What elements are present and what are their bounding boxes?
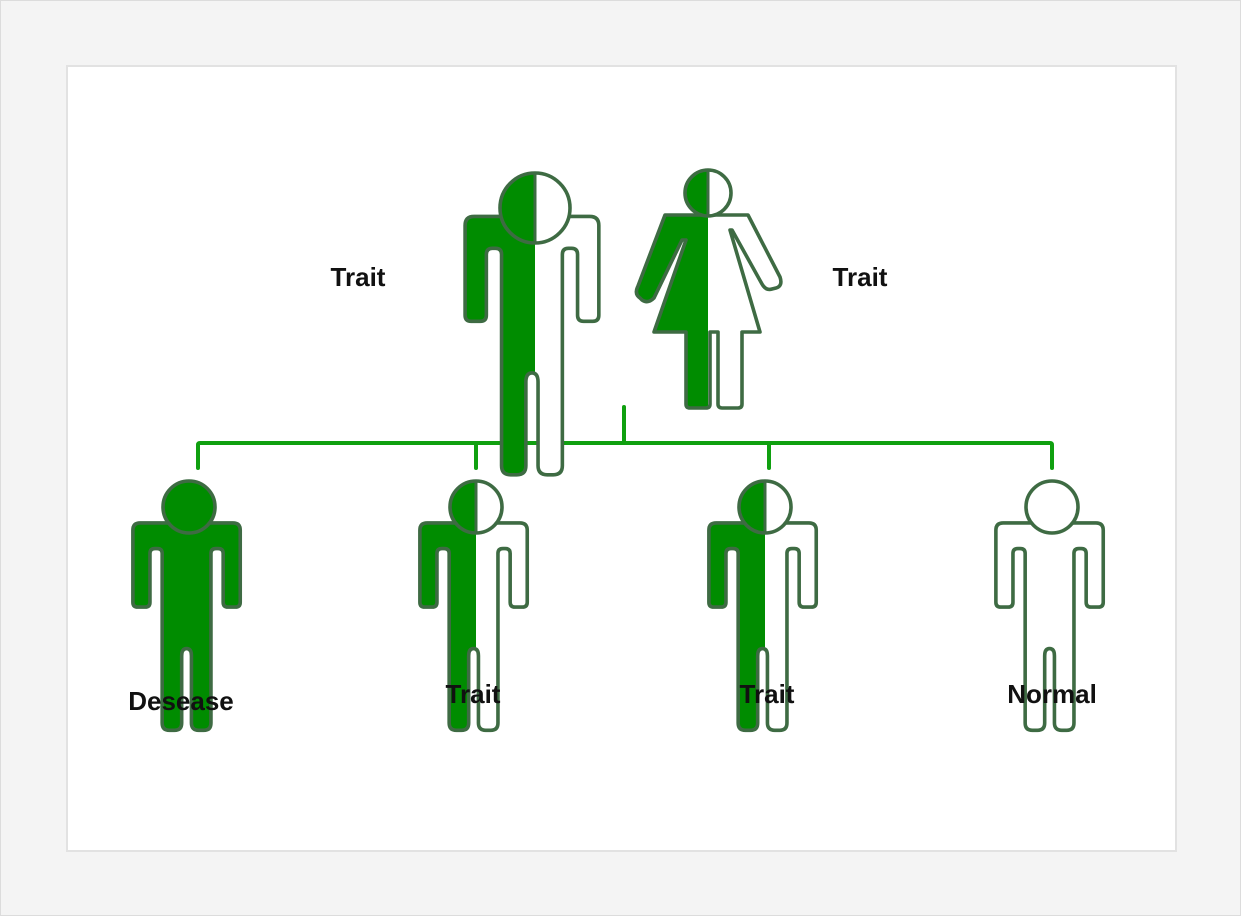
father-figure-body xyxy=(463,214,601,477)
child-4-label: Normal xyxy=(1007,679,1097,709)
mother-figure-body xyxy=(634,213,783,410)
sibling-line xyxy=(196,441,1054,470)
child-4-figure xyxy=(994,479,1106,733)
father-figure xyxy=(463,171,601,477)
child-1-figure xyxy=(131,479,243,733)
mother-label: Trait xyxy=(832,262,888,292)
child-2-label: Trait xyxy=(445,679,501,709)
child-2-figure-head xyxy=(448,479,504,535)
child-2-figure xyxy=(418,479,530,733)
mother-figure-head xyxy=(683,168,733,218)
child-3-figure xyxy=(707,479,819,733)
father-figure-head xyxy=(498,171,572,245)
diagram-card xyxy=(66,65,1177,852)
mother-figure xyxy=(634,168,783,410)
child-3-figure-head xyxy=(737,479,793,535)
child-1-label: Desease xyxy=(128,686,234,716)
child-4-figure-head xyxy=(1024,479,1080,535)
child-1-figure-head xyxy=(161,479,217,535)
father-label: Trait xyxy=(330,262,386,292)
connector-lines xyxy=(196,405,1054,470)
child-3-label: Trait xyxy=(739,679,795,709)
